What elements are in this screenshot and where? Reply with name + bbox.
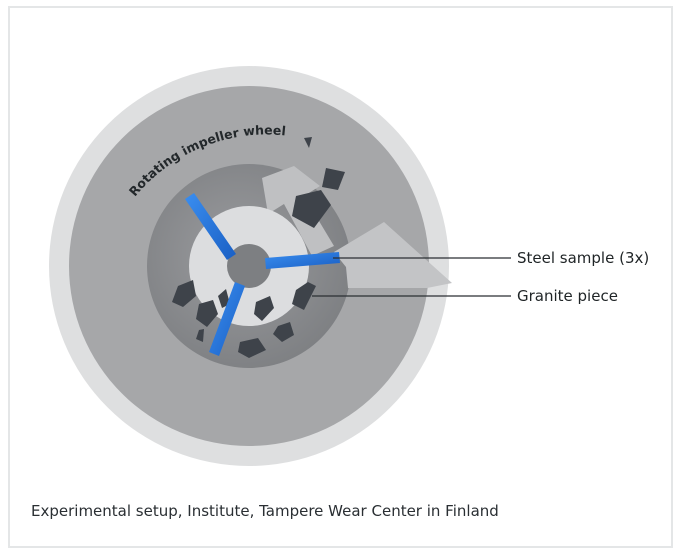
granite-piece	[322, 168, 345, 190]
granite-piece	[292, 190, 331, 228]
steel-sample-label: Steel sample (3x)	[517, 249, 649, 267]
granite-piece	[292, 282, 316, 310]
figure-caption: Experimental setup, Institute, Tampere W…	[31, 502, 499, 520]
steel-samples	[185, 193, 340, 356]
steel-sample	[265, 252, 340, 269]
granite-piece	[273, 322, 294, 342]
granite-piece	[196, 329, 204, 342]
granite-piece	[304, 137, 312, 148]
steel-sample	[185, 193, 236, 260]
granite-piece	[238, 338, 266, 358]
rotation-arrow-right	[334, 222, 452, 288]
granite-piece	[196, 300, 218, 327]
granite-piece	[218, 289, 230, 308]
hub-center	[227, 244, 271, 288]
granite-piece	[172, 280, 196, 307]
granite-pieces	[172, 137, 345, 358]
granite-piece-label: Granite piece	[517, 287, 618, 305]
granite-piece	[254, 296, 274, 321]
steel-sample	[209, 282, 245, 356]
